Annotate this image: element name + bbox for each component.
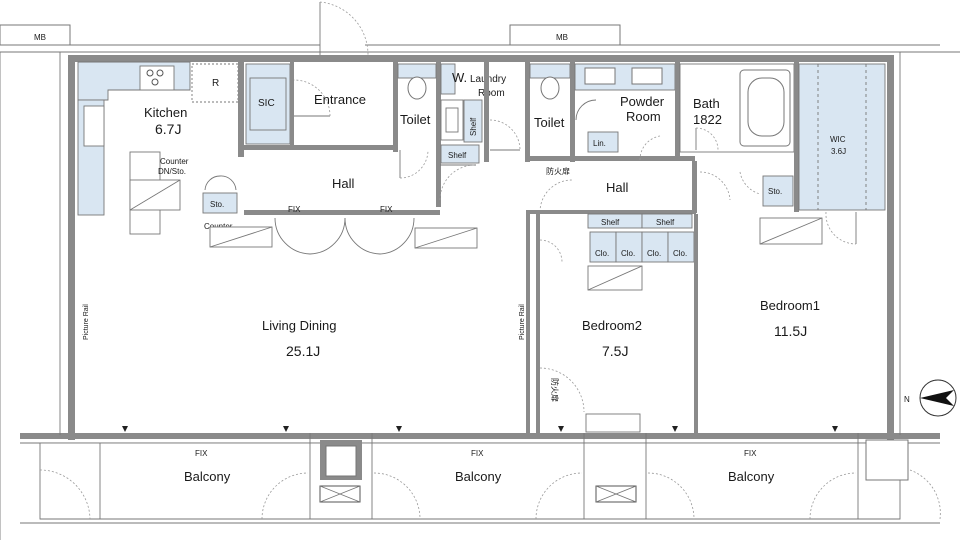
fix-balcony-1-label: FIX xyxy=(195,449,208,458)
hall-2-area: 防火扉 Hall Sto. xyxy=(526,161,794,214)
bath-label: Bath xyxy=(693,96,720,111)
shelf-b1-label: Shelf xyxy=(601,218,620,227)
wic-size: 3.6J xyxy=(831,147,846,156)
bath-area: Bath 1822 xyxy=(679,62,799,212)
laundry-w-label: W. xyxy=(452,70,467,85)
wic-label: WIC xyxy=(830,135,846,144)
balcony-1-label: Balcony xyxy=(184,469,231,484)
kitchen-size: 6.7J xyxy=(155,121,181,137)
kitchen-label: Kitchen xyxy=(144,105,187,120)
mb-right-label: MB xyxy=(556,33,568,42)
counter-dn-sto-label: DN/Sto. xyxy=(158,167,186,176)
fire-door-label: 防火扉 xyxy=(546,166,570,176)
living-dining-size: 25.1J xyxy=(286,343,320,359)
clo-4-label: Clo. xyxy=(673,249,687,258)
refrigerator-label: R xyxy=(212,78,219,89)
bedroom1-wardrobe xyxy=(759,211,857,245)
mb-left-unit: MB xyxy=(0,24,71,46)
fix-balcony-3-label: FIX xyxy=(744,449,757,458)
fix-balcony-2-label: FIX xyxy=(471,449,484,458)
clo-3-label: Clo. xyxy=(647,249,661,258)
toilet-1-area: Toilet xyxy=(393,62,441,207)
window-markers xyxy=(122,426,838,432)
sink-icon xyxy=(83,105,105,147)
toilet-2-area: Toilet xyxy=(525,62,695,162)
hall-2-label: Hall xyxy=(606,180,629,195)
bedroom-storage-label: Sto. xyxy=(768,187,782,196)
north-compass-icon: N xyxy=(904,379,957,417)
bedroom2-label: Bedroom2 xyxy=(582,318,642,333)
bath-size: 1822 xyxy=(693,112,722,127)
linen-label: Lin. xyxy=(593,139,606,148)
powder-room-area: Powder Room Lin. xyxy=(574,62,680,161)
kitchen-area: R Kitchen 6.7J Counter DN/Sto. Sto. Coun… xyxy=(77,61,273,248)
entrance-area: Entrance xyxy=(290,62,366,145)
bedroom2-closet: Shelf Shelf Clo. Clo. Clo. Clo. xyxy=(539,213,695,291)
bedroom1-size: 11.5J xyxy=(774,323,807,339)
fire-door-vertical-label: 防火扉 xyxy=(550,378,560,402)
fire-door-vertical: 防火扉 xyxy=(539,367,641,433)
wic-area: WIC 3.6J xyxy=(798,63,886,211)
counter-dn-label: Counter xyxy=(160,157,189,166)
laundry-area: W. Laundry Room Shelf Shelf xyxy=(440,62,521,164)
counter-label: Counter xyxy=(204,222,233,231)
clo-1-label: Clo. xyxy=(595,249,609,258)
bedroom1-label: Bedroom1 xyxy=(760,298,820,313)
powder-room-label: Room xyxy=(626,109,661,124)
shelf-laundry-label: Shelf xyxy=(469,117,478,136)
balcony-zone: FIX FIX FIX Balcony Balcony Balcony xyxy=(20,433,941,524)
picture-rail-2-label: Picture Rail xyxy=(519,304,526,340)
entrance-label: Entrance xyxy=(314,92,366,107)
hall-1-area: Hall FIX FIX xyxy=(244,164,478,255)
fix-2-label: FIX xyxy=(380,205,393,214)
shelf-hall-label: Shelf xyxy=(448,151,467,160)
mb-left-label: MB xyxy=(34,33,46,42)
toilet-2-label: Toilet xyxy=(534,115,565,130)
shelf-b2-label: Shelf xyxy=(656,218,675,227)
clo-2-label: Clo. xyxy=(621,249,635,258)
entrance-door xyxy=(319,1,369,56)
kitchen-storage xyxy=(202,192,238,214)
balcony-3-label: Balcony xyxy=(728,469,775,484)
sic-label: SIC xyxy=(258,98,275,109)
living-dining-label: Living Dining xyxy=(262,318,336,333)
powder-label: Powder xyxy=(620,94,665,109)
mb-right-unit: MB xyxy=(509,24,621,46)
kitchen-storage-label: Sto. xyxy=(210,200,224,209)
fix-1-label: FIX xyxy=(288,205,301,214)
stove-icon xyxy=(139,65,175,91)
north-label: N xyxy=(904,395,910,404)
balcony-2-label: Balcony xyxy=(455,469,502,484)
laundry-room-label: Room xyxy=(478,88,505,99)
hall-1-label: Hall xyxy=(332,176,355,191)
bedroom2-size: 7.5J xyxy=(602,343,628,359)
sic-area: SIC xyxy=(245,63,291,145)
toilet-1-label: Toilet xyxy=(400,112,431,127)
picture-rail-1-label: Picture Rail xyxy=(83,304,90,340)
